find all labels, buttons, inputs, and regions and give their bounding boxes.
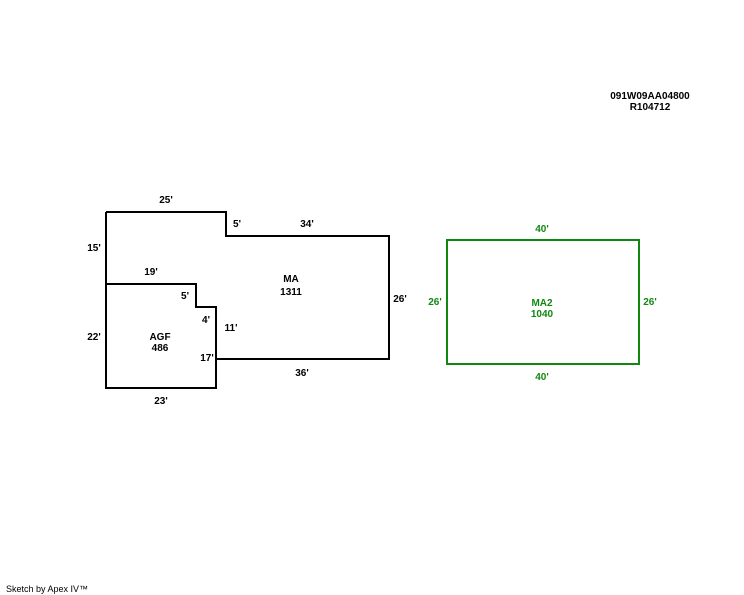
dim-main-top-right: 34' <box>300 219 314 230</box>
garage-area-name: AGF <box>149 332 170 343</box>
dim-main-left-upper: 15' <box>87 243 101 254</box>
dim-garage-top: 19' <box>144 267 158 278</box>
dim-second-left: 26' <box>428 297 442 308</box>
main-area-value: 1311 <box>280 287 302 298</box>
dim-garage-bottom: 23' <box>154 396 168 407</box>
second-building-outline <box>446 239 640 365</box>
main-building-outline <box>106 211 390 360</box>
garage-area-value: 486 <box>152 343 169 354</box>
dim-main-right: 26' <box>393 294 407 305</box>
second-area-name: MA2 <box>531 298 553 309</box>
garage-outline <box>105 283 217 389</box>
dim-main-inner-left: 11' <box>225 323 238 334</box>
dim-garage-right: 17' <box>200 353 214 364</box>
main-area-name: MA <box>283 274 299 285</box>
parcel-id: 091W09AA04800 <box>610 91 690 102</box>
dim-garage-notch-top: 5' <box>181 291 189 302</box>
dim-main-step: 5' <box>233 219 241 230</box>
second-area-value: 1040 <box>531 309 554 320</box>
parcel-ref: R104712 <box>630 102 671 113</box>
dim-main-top-left: 25' <box>159 195 173 206</box>
footer-credit: Sketch by Apex IV™ <box>6 584 88 594</box>
dim-second-top: 40' <box>535 224 549 235</box>
dim-second-right: 26' <box>643 297 657 308</box>
dim-second-bottom: 40' <box>535 372 549 383</box>
dim-main-bottom: 36' <box>295 368 309 379</box>
dim-garage-left: 22' <box>87 332 101 343</box>
dim-garage-notch-side: 4' <box>202 315 210 326</box>
